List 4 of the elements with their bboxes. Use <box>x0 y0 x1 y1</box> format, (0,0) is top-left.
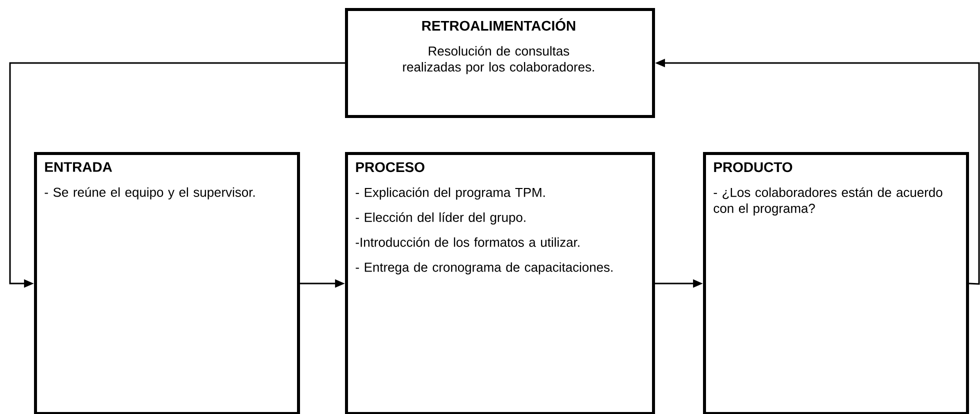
process-box: PROCESO - Explicación del programa TPM. - Elección del líder del grupo. -Introducción de los formatos a utilizar. - Entrega de cronograma de capacitaciones. <box>345 152 655 414</box>
process-box: RETROALIMENTACIÓN Resolución de consultas realizadas por los colaboradores. <box>345 8 655 118</box>
process-box: PRODUCTO - ¿Los colaboradores están de acuerdo con el programa? <box>703 152 969 414</box>
process-box: ENTRADA - Se reúne el equipo y el supervisor. <box>34 152 300 414</box>
